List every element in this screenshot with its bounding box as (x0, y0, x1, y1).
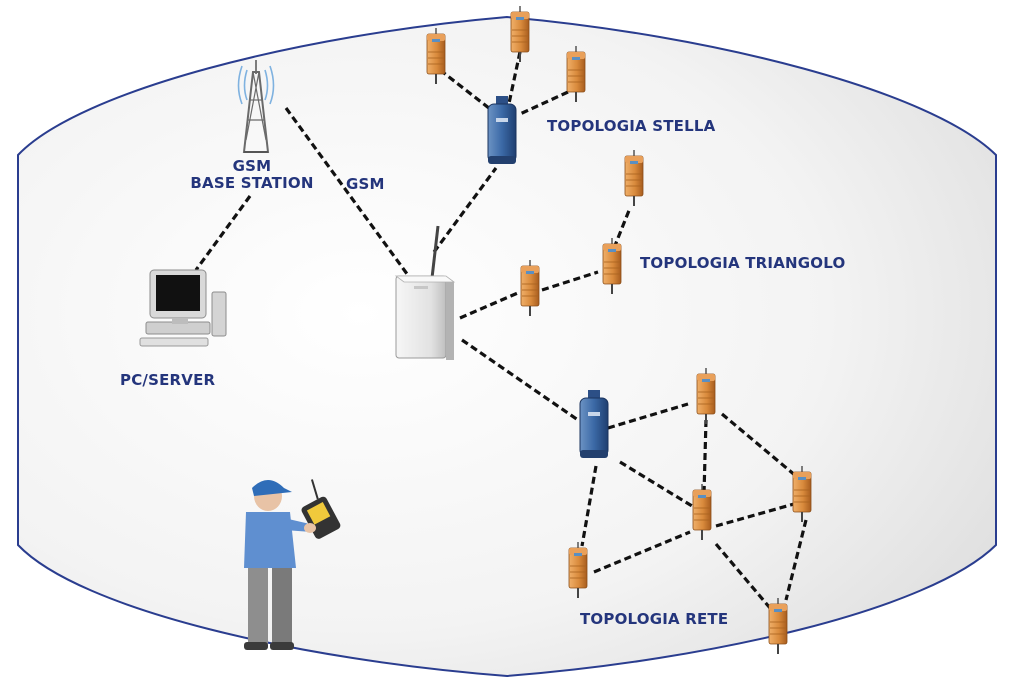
topologia-stella-label: TOPOLOGIA STELLA (547, 117, 716, 135)
link-mesh-c-d (715, 502, 795, 528)
link-mesh-r-b (580, 465, 598, 547)
link-tri-a-b (541, 270, 599, 292)
link-mesh-a-c (702, 419, 708, 495)
star-repeater-icon (487, 95, 517, 165)
link-mesh-b-c (593, 530, 691, 574)
link-star-2 (506, 51, 522, 109)
mesh-repeater-icon (579, 389, 609, 459)
gateway-box-icon (394, 225, 456, 360)
gsm-base-station-label-line2: BASE STATION (190, 174, 314, 192)
link-mesh-r-a (607, 402, 689, 430)
topologia-triangolo-label: TOPOLOGIA TRIANGOLO (640, 254, 846, 272)
link-tri-b-c (612, 207, 632, 249)
link-mesh-a-d (720, 412, 798, 478)
gsm-base-station-label-line1: GSM (232, 157, 272, 175)
link-gateway-mesh (461, 338, 579, 422)
link-gateway-repeater-star (432, 167, 498, 253)
technician-with-handheld-icon (244, 479, 341, 650)
gsm-tower-icon (237, 60, 275, 153)
gsm-base-station-label: GSM BASE STATION (186, 158, 318, 192)
mesh-sensor-node-e (768, 597, 788, 655)
link-tower-gateway (284, 107, 412, 279)
gsm-link-label: GSM (346, 175, 385, 193)
link-tower-pc (194, 195, 252, 271)
link-star-1 (439, 68, 495, 114)
link-mesh-c-e (714, 542, 772, 610)
link-star-3 (519, 90, 569, 116)
pc-server-label: PC/SERVER (120, 371, 216, 389)
pc-server-icon (139, 269, 227, 347)
topologia-rete-label: TOPOLOGIA RETE (580, 610, 729, 628)
dashed-links (194, 51, 808, 610)
link-mesh-r-c (619, 460, 693, 508)
link-mesh-d-e (784, 519, 808, 601)
